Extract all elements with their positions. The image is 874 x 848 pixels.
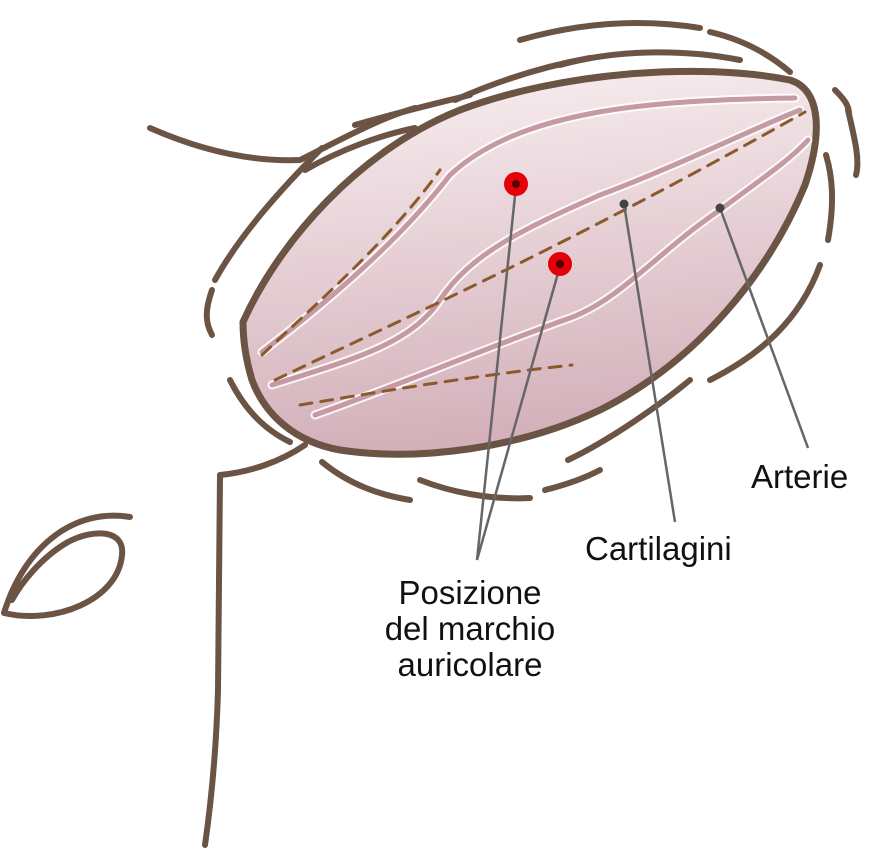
label-arteries: Arterie bbox=[751, 459, 848, 495]
artery-anchor-icon bbox=[716, 204, 725, 213]
mark-lower bbox=[548, 252, 572, 276]
label-cartilage: Cartilagini bbox=[585, 531, 732, 567]
label-mark-line-3: auricolare bbox=[350, 647, 590, 683]
label-mark-line-2: del marchio bbox=[350, 611, 590, 647]
cartilage-anchor-icon bbox=[620, 200, 629, 209]
label-mark-position: Posizione del marchio auricolare bbox=[350, 575, 590, 683]
eye-outline bbox=[4, 516, 130, 616]
mark-upper bbox=[504, 172, 528, 196]
head-top-line bbox=[150, 108, 415, 160]
neck-line bbox=[205, 445, 305, 845]
label-mark-line-1: Posizione bbox=[350, 575, 590, 611]
